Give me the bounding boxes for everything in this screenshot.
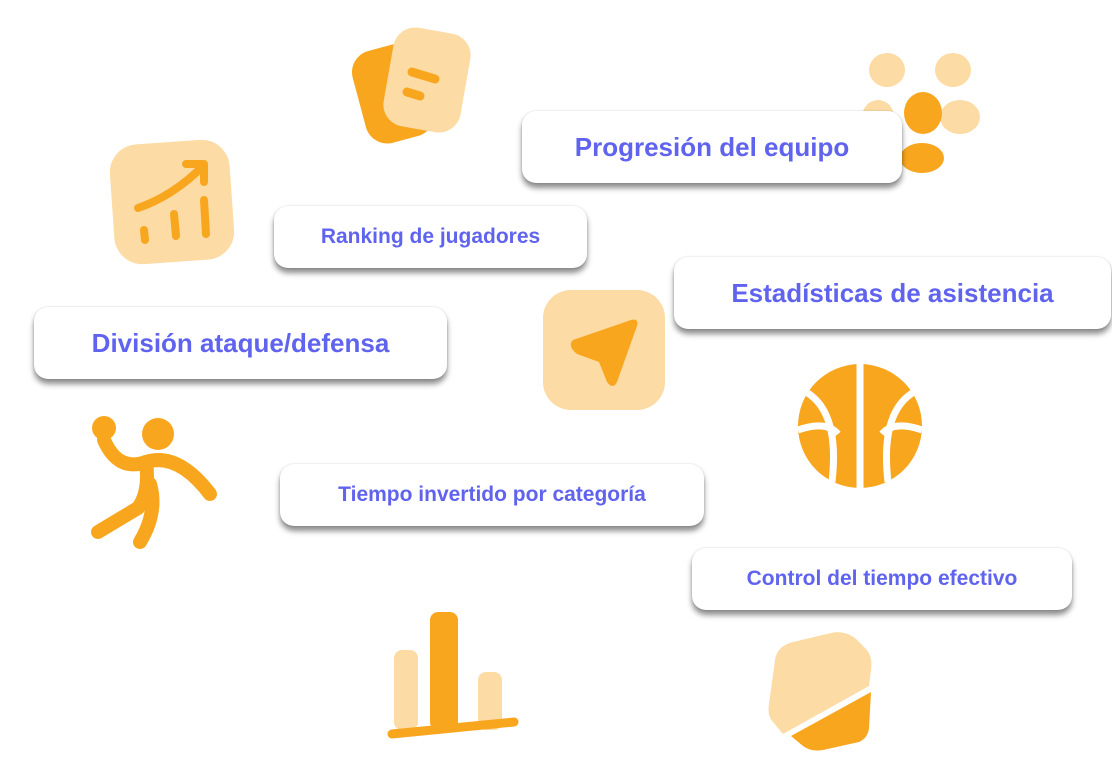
growth-chart-icon [109, 139, 235, 265]
attack-defense-label[interactable]: División ataque/defensa [34, 307, 447, 379]
notes-icon [351, 27, 471, 144]
player-icon [91, 416, 217, 549]
basketball-icon [796, 364, 924, 488]
team-icon [862, 53, 980, 173]
time-per-category-label[interactable]: Tiempo invertido por categoría [280, 464, 704, 526]
player-ranking-label[interactable]: Ranking de jugadores [274, 206, 587, 268]
location-arrow-icon [543, 290, 665, 410]
effective-time-label[interactable]: Control del tiempo efectivo [692, 548, 1072, 610]
team-progress-label[interactable]: Progresión del equipo [522, 111, 902, 183]
shield-icon [768, 632, 872, 751]
assist-stats-label[interactable]: Estadísticas de asistencia [674, 257, 1111, 329]
bar-chart-icon [387, 612, 519, 739]
